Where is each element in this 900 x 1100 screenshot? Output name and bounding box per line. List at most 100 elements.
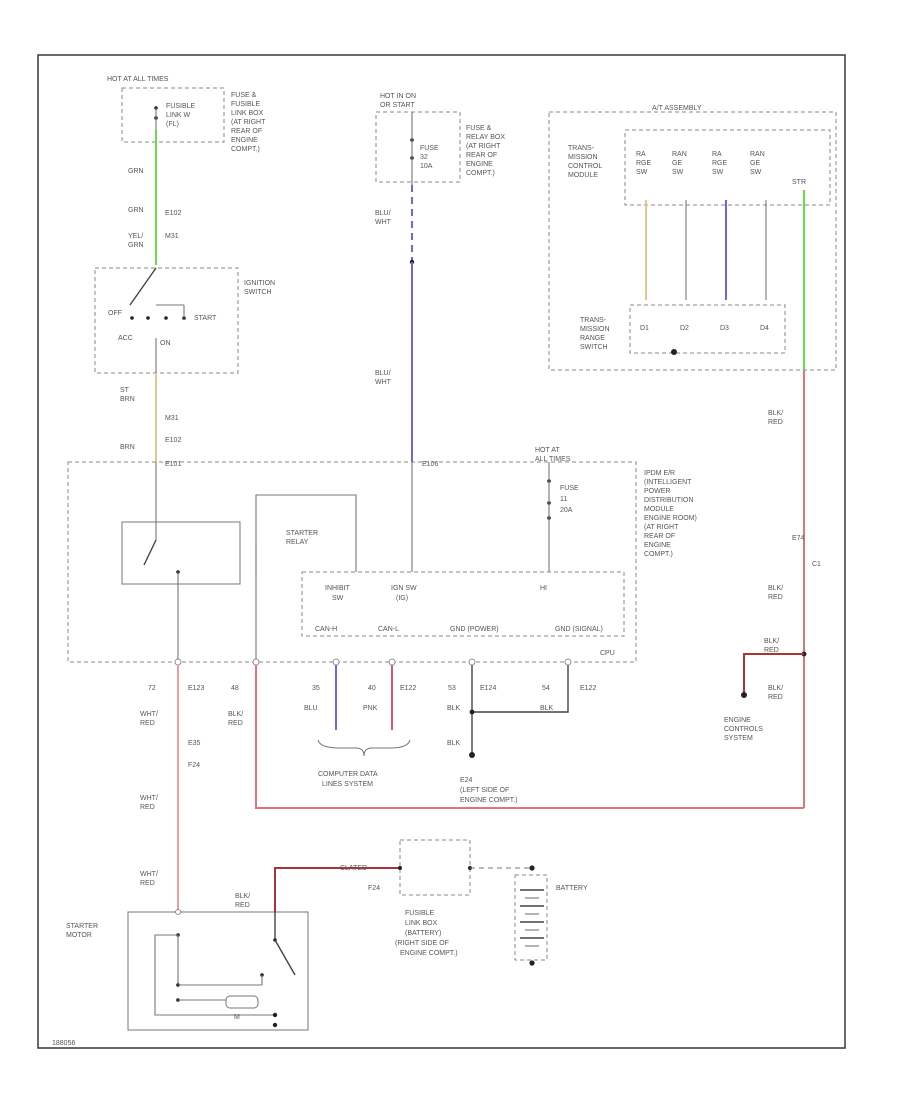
footer-code: 188056 xyxy=(52,1040,75,1047)
e102-label-a: E102 xyxy=(165,210,181,217)
ipdm-er: HOT AT ALL TIMES FUSE 11 20A IPDM E/R (I… xyxy=(67,447,697,663)
tcm-pin3-l2: RGE xyxy=(712,160,728,167)
starter-motor-label-2: MOTOR xyxy=(66,932,92,939)
on-label: ON xyxy=(160,340,171,347)
starter-relay-label-1: STARTER xyxy=(286,530,318,537)
fuse-relay-desc-5: ENGINE xyxy=(466,161,493,168)
tcm-pin1-l3: SW xyxy=(636,169,648,176)
conn-e122-b: E122 xyxy=(580,685,596,692)
ipdm-desc-7: (AT RIGHT xyxy=(644,524,679,531)
e35-label: E35 xyxy=(188,740,201,747)
fuse-box-top-desc-4: (AT RIGHT xyxy=(231,119,266,126)
blk-label-3: BLK xyxy=(447,740,461,747)
pin-35: 35 xyxy=(312,685,320,692)
str-label: STR xyxy=(792,179,806,186)
ipdm-desc-4: DISTRIBUTION xyxy=(644,497,693,504)
m31-label-b: M31 xyxy=(165,415,179,422)
e74-label: E74 xyxy=(792,535,805,542)
tr-pin-d3: D3 xyxy=(720,325,729,332)
wire-ecs-branch xyxy=(743,653,804,695)
ipdm-inhibit-sw-2: SW xyxy=(332,595,344,602)
pin-48: 48 xyxy=(231,685,239,692)
tcm-pin4-l3: SW xyxy=(750,169,762,176)
ground-label-3: ENGINE COMPT.) xyxy=(460,797,518,804)
ignition-switch-label-2: SWITCH xyxy=(244,289,272,296)
start-label: START xyxy=(194,315,217,322)
blk-red-e2-2: RED xyxy=(764,647,779,654)
ignition-switch: IGNITION SWITCH OFF START ACC ON xyxy=(94,267,275,374)
wht-red-1a: WHT/ xyxy=(140,711,158,718)
tcm-pin4-l1: RAN xyxy=(750,151,765,158)
at-assembly-label: A/T ASSEMBLY xyxy=(652,105,702,112)
blk-red-right-1: BLK/ xyxy=(768,410,783,417)
ignition-switch-label-1: IGNITION xyxy=(244,280,275,287)
wht-red-3b: RED xyxy=(140,880,155,887)
tcm-pin1-l1: RA xyxy=(636,151,646,158)
motor-m-label: M xyxy=(234,1014,240,1021)
ground-label-2: (LEFT SIDE OF xyxy=(460,787,509,794)
at-assembly: A/T ASSEMBLY TRANS- MISSION CONTROL MODU… xyxy=(548,105,837,371)
computer-data-label-2: LINES SYSTEM xyxy=(322,781,373,788)
tr-pin-d1: D1 xyxy=(640,325,649,332)
wht-red-2b: RED xyxy=(140,804,155,811)
top-fusible-link-box: HOT AT ALL TIMES FUSIBLE LINK W (FL) FUS… xyxy=(107,76,266,153)
blu-wht-2b: WHT xyxy=(375,379,392,386)
ipdm-pin-gnd-signal: GND (SIGNAL) xyxy=(555,626,603,633)
tcm-pin2-l2: GE xyxy=(672,160,682,167)
conn-e124: E124 xyxy=(480,685,496,692)
hot-in-on-label-1: HOT IN ON xyxy=(380,93,416,100)
hot-at-all-times-mid-1: HOT AT xyxy=(535,447,560,454)
fuse-relay-desc-6: COMPT.) xyxy=(466,170,495,177)
battery-label: BATTERY xyxy=(556,885,588,892)
blk-red-sm-2: RED xyxy=(235,902,250,909)
blu-wht-1b: WHT xyxy=(375,219,392,226)
e101-label: E101 xyxy=(165,461,181,468)
tr-pin-d4: D4 xyxy=(760,325,769,332)
f24-label-b: F24 xyxy=(368,885,380,892)
tr-switch-label-2: MISSION xyxy=(580,326,610,333)
ipdm-desc-3: POWER xyxy=(644,488,670,495)
cpu-label: CPU xyxy=(600,650,615,657)
tcm-pin1-l2: RGE xyxy=(636,160,652,167)
ipdm-pin-gnd-power: GND (POWER) xyxy=(450,626,499,633)
fusible-link-top-line3: (FL) xyxy=(166,121,179,128)
yel-grn-label-1: YEL/ xyxy=(128,233,143,240)
tcm-label-2: MISSION xyxy=(568,154,598,161)
ipdm-desc-2: (INTELLIGENT xyxy=(644,479,692,486)
fuse-box-top-desc-1: FUSE & xyxy=(231,92,257,99)
wht-red-2a: WHT/ xyxy=(140,795,158,802)
diagram-frame xyxy=(37,54,846,1049)
ipdm-hi: HI xyxy=(540,585,547,592)
tr-switch-label-1: TRANS- xyxy=(580,317,607,324)
ipdm-desc-8: REAR OF xyxy=(644,533,675,540)
ground-label-1: E24 xyxy=(460,777,473,784)
f24-label: F24 xyxy=(188,762,200,769)
starter-relay-label-2: RELAY xyxy=(286,539,309,546)
fuse-box-top-desc-6: ENGINE xyxy=(231,137,258,144)
ipdm-desc-1: IPDM E/R xyxy=(644,470,675,477)
computer-data-brace xyxy=(317,739,411,757)
pnk-label: PNK xyxy=(363,705,378,712)
tr-switch-label-3: RANGE xyxy=(580,335,605,342)
ipdm-desc-6: ENGINE ROOM) xyxy=(644,515,697,522)
tcm-pin3-l1: RA xyxy=(712,151,722,158)
fuse-box-top-desc-7: COMPT.) xyxy=(231,146,260,153)
blk-label-1: BLK xyxy=(447,705,461,712)
c1-label: C1 xyxy=(812,561,821,568)
acc-label: ACC xyxy=(118,335,133,342)
fuse-relay-desc-2: RELAY BOX xyxy=(466,134,505,141)
ipdm-pin-canl: CAN-L xyxy=(378,626,399,633)
conn-e122-a: E122 xyxy=(400,685,416,692)
battery: BATTERY xyxy=(514,865,588,966)
ipdm-ign-sw-1: IGN SW xyxy=(391,585,417,592)
fuse-11-line1: FUSE xyxy=(560,485,579,492)
tcm-label-3: CONTROL xyxy=(568,163,602,170)
pin-54: 54 xyxy=(542,685,550,692)
e106-label: E106 xyxy=(422,461,438,468)
hot-at-all-times-top-label: HOT AT ALL TIMES xyxy=(107,76,169,83)
fusible-link-top-line2: LINK W xyxy=(166,112,191,119)
fuse-32-line3: 10A xyxy=(420,163,433,170)
pin-53: 53 xyxy=(448,685,456,692)
tr-switch-label-4: SWITCH xyxy=(580,344,608,351)
grn-label-1: GRN xyxy=(128,168,144,175)
